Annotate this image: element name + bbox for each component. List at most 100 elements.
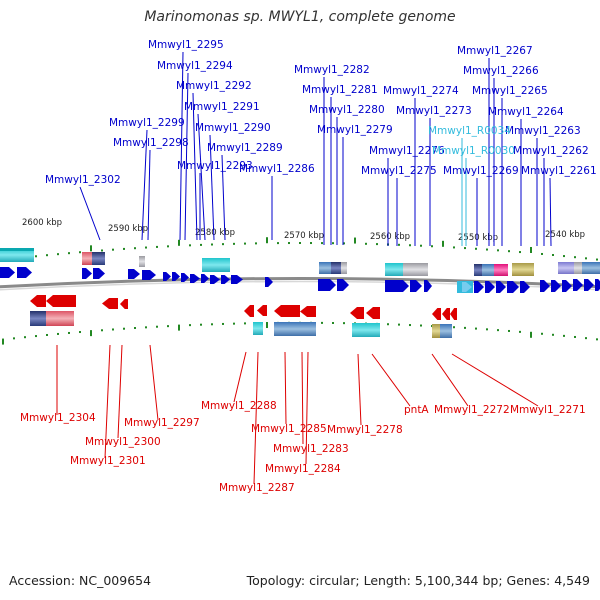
tick-mark [453, 326, 455, 329]
reverse-gene-arrow [274, 305, 300, 317]
tick-mark [46, 254, 48, 257]
forward-gene-arrow [485, 281, 495, 293]
tick-mark [332, 321, 334, 324]
scale-tick-2600: 2600 kbp [22, 218, 62, 228]
forward-gene-arrow [584, 279, 594, 291]
gene-label: pntA [404, 404, 429, 416]
tick-mark [398, 323, 400, 326]
tick-mark [409, 244, 411, 247]
gene-label: Mmwyl1_2288 [201, 400, 277, 412]
tick-mark [442, 240, 444, 247]
leader-line [451, 353, 539, 407]
reverse-gene-arrow [257, 305, 267, 316]
gene-label: Mmwyl1_2290 [195, 122, 271, 134]
gene-label: Mmwyl1_2266 [463, 65, 539, 77]
tick-mark [178, 239, 180, 246]
reverse-gene-arrow [366, 307, 380, 319]
reverse-gene-arrow [30, 295, 46, 307]
forward-gene-arrow [17, 267, 32, 278]
tick-mark [321, 321, 323, 324]
tick-mark [343, 322, 345, 325]
tick-mark [156, 325, 158, 328]
forward-gene-arrow [410, 280, 422, 292]
leader-line [549, 177, 552, 247]
forward-gene-arrow [163, 272, 171, 281]
gene-label: Mmwyl1_2275 [361, 165, 437, 177]
forward-gene-arrow [318, 279, 336, 291]
tick-mark [530, 246, 532, 253]
forward-gene-arrow [142, 270, 156, 280]
leader-line [233, 351, 247, 403]
forward-gene-arrow [520, 281, 530, 293]
tick-mark [211, 323, 213, 326]
leader-line [305, 351, 309, 465]
tick-mark [486, 328, 488, 331]
tick-mark [167, 325, 169, 328]
gene-label: Mmwyl1_2287 [219, 482, 295, 494]
tick-mark [563, 255, 565, 258]
tick-mark [145, 246, 147, 249]
tick-mark [57, 253, 59, 256]
forward-gene-arrow [385, 280, 409, 292]
leader-line [192, 92, 198, 241]
tick-mark [574, 335, 576, 338]
forward-gene-arrow [507, 281, 519, 293]
forward-gene-arrow [221, 275, 230, 284]
tick-mark [167, 245, 169, 248]
forward-gene-arrow [231, 275, 243, 284]
accession-label: Accession: NC_009654 [9, 573, 152, 588]
tick-mark [134, 247, 136, 250]
reverse-feature-boxes [30, 311, 452, 338]
tick-mark [200, 323, 202, 326]
tick-mark [321, 242, 323, 245]
tick-mark [541, 252, 543, 255]
tick-mark [530, 331, 532, 338]
forward-gene-arrow [128, 269, 140, 279]
gene-label: Mmwyl1_2282 [294, 64, 370, 76]
gene-label: Mmwyl1_2301 [70, 455, 146, 467]
scale-tick-2590: 2590 kbp [108, 224, 148, 234]
forward-gene-arrow [181, 273, 189, 282]
gene-label: Mmwyl1_2273 [396, 105, 472, 117]
tick-mark [409, 324, 411, 327]
tick-mark [497, 249, 499, 252]
reverse-gene-arrow [46, 295, 76, 307]
gene-label: Mmwyl1_2286 [239, 163, 315, 175]
tick-mark [596, 258, 598, 261]
reverse-gene-arrow [120, 299, 128, 309]
tick-mark [486, 248, 488, 251]
tick-mark [398, 243, 400, 246]
tick-mark [420, 244, 422, 247]
gene-label: Mmwyl1_2293 [177, 160, 253, 172]
leader-line [221, 154, 226, 241]
forward-gene-arrow [573, 279, 583, 291]
tick-mark [552, 333, 554, 336]
tick-mark [464, 326, 466, 329]
gene-label: Mmwyl1_2271 [510, 404, 586, 416]
reverse-gene-arrow [102, 298, 118, 309]
gene-label: Mmwyl1_2291 [184, 101, 260, 113]
gene-label: Mmwyl1_2281 [302, 84, 378, 96]
tick-mark [90, 245, 92, 252]
tick-mark [596, 338, 598, 341]
forward-gene-arrow [337, 279, 349, 291]
gene-label: Mmwyl1_2295 [148, 39, 224, 51]
scale-tick-2570: 2570 kbp [284, 231, 324, 241]
tick-mark [431, 245, 433, 248]
tick-mark [563, 334, 565, 337]
gene-label: Mmwyl1_2263 [505, 125, 581, 137]
tick-mark [13, 337, 15, 340]
gene-label: Mmwyl1_2297 [124, 417, 200, 429]
tick-mark [57, 332, 59, 335]
tick-mark [68, 331, 70, 334]
leader-line [431, 353, 469, 407]
tick-mark [123, 247, 125, 250]
forward-gene-arrow [595, 279, 600, 291]
forward-gene-arrow [462, 282, 472, 292]
tick-mark [90, 330, 92, 337]
map-title: Marinomonas sp. MWYL1, complete genome [144, 9, 456, 25]
tick-mark [277, 242, 279, 245]
forward-gene-arrow [562, 280, 572, 292]
tick-mark [266, 237, 268, 244]
tick-mark [156, 245, 158, 248]
